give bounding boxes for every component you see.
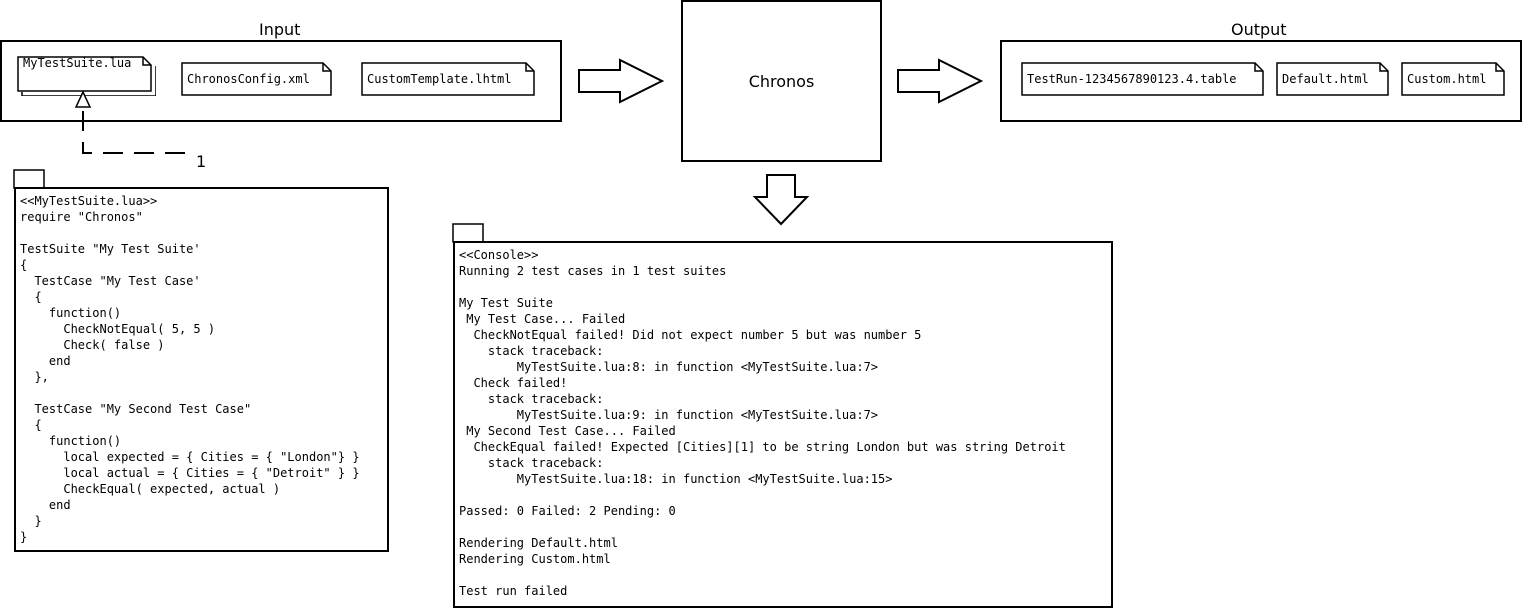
code-line: TestSuite "My Test Suite' [20, 242, 201, 256]
code-line: end [20, 354, 71, 368]
hollow-arrowhead-icon [74, 90, 92, 108]
document-shape [1021, 62, 1264, 96]
console-line [459, 519, 1066, 535]
file-chronosconfig-xml[interactable]: ChronosConfig.xml [181, 62, 332, 96]
document-shape [361, 62, 535, 96]
console-line: MyTestSuite.lua:18: in function <MyTestS… [459, 472, 893, 486]
console-line: MyTestSuite.lua:8: in function <MyTestSu… [459, 360, 879, 374]
console-line: Running 2 test cases in 1 test suites [459, 264, 727, 278]
block-arrow-right-icon [578, 58, 665, 104]
code-line: } [20, 514, 42, 528]
console-line: stack traceback: [459, 456, 604, 470]
console-line: My Test Case... Failed [459, 312, 626, 326]
document-shape [1276, 62, 1389, 96]
console-line: Passed: 0 Failed: 2 Pending: 0 [459, 504, 676, 518]
console-line: Test run failed [459, 584, 568, 598]
file-mytestsuite-lua[interactable]: MyTestSuite.lua [17, 56, 156, 96]
document-shape [1401, 62, 1505, 96]
code-line: { [20, 290, 42, 304]
code-line: <<MyTestSuite.lua>> [20, 194, 158, 208]
suite-source-package [14, 187, 389, 552]
multi-document-shape [17, 56, 156, 96]
file-label: Default.html [1282, 72, 1369, 86]
file-default-html[interactable]: Default.html [1276, 62, 1389, 96]
file-label: CustomTemplate.lhtml [367, 72, 512, 86]
code-line: TestCase "My Test Case' [20, 274, 201, 288]
code-line: }, [20, 370, 49, 384]
console-line: Check failed! [459, 376, 568, 390]
code-line: CheckNotEqual( 5, 5 ) [20, 322, 216, 336]
console-line: My Second Test Case... Failed [459, 424, 676, 438]
code-line: CheckEqual( expected, actual ) [20, 482, 281, 496]
block-arrow-down-icon [752, 174, 810, 226]
document-shape [181, 62, 332, 96]
console-output: <<Console>> Running 2 test cases in 1 tes… [459, 247, 1066, 599]
code-line: { [20, 258, 28, 272]
console-line [459, 279, 1066, 295]
chronos-box: Chronos [681, 0, 882, 162]
code-line: { [20, 418, 42, 432]
package-tab [452, 223, 484, 243]
code-line: } [20, 530, 28, 544]
code-line: Check( false ) [20, 338, 165, 352]
file-custom-html[interactable]: Custom.html [1401, 62, 1505, 96]
code-line: local expected = { Cities = { "London"} … [20, 450, 360, 464]
code-line: TestCase "My Second Test Case" [20, 402, 252, 416]
package-tab [13, 169, 45, 189]
console-package [453, 241, 1113, 608]
console-line: stack traceback: [459, 344, 604, 358]
file-label: MyTestSuite.lua [23, 56, 132, 70]
file-testrun-table[interactable]: TestRun-1234567890123.4.table [1021, 62, 1264, 96]
code-line: function() [20, 306, 122, 320]
console-line: My Test Suite [459, 296, 553, 310]
suite-source-code: <<MyTestSuite.lua>> require "Chronos" Tes… [20, 193, 360, 545]
console-line [459, 567, 1066, 583]
console-line: Rendering Default.html [459, 536, 618, 550]
output-title: Output [1231, 20, 1287, 39]
code-line: function() [20, 434, 122, 448]
input-title: Input [259, 20, 301, 39]
console-line: MyTestSuite.lua:9: in function <MyTestSu… [459, 408, 879, 422]
code-line [20, 225, 360, 241]
console-line: Rendering Custom.html [459, 552, 611, 566]
code-line: require "Chronos" [20, 210, 143, 224]
file-label: Custom.html [1407, 72, 1487, 86]
console-line: stack traceback: [459, 392, 604, 406]
console-line: CheckNotEqual failed! Did not expect num… [459, 328, 922, 342]
code-line: local actual = { Cities = { "Detroit" } … [20, 466, 360, 480]
dependency-connector [82, 107, 185, 154]
block-arrow-right-icon [897, 58, 984, 104]
file-customtemplate-lhtml[interactable]: CustomTemplate.lhtml [361, 62, 535, 96]
chronos-label: Chronos [748, 71, 815, 91]
console-line: <<Console>> [459, 248, 539, 262]
code-line [20, 385, 360, 401]
file-label: TestRun-1234567890123.4.table [1027, 72, 1237, 86]
multiplicity-label: 1 [196, 152, 207, 171]
console-line [459, 487, 1066, 503]
file-label: ChronosConfig.xml [187, 72, 310, 86]
code-line: end [20, 498, 71, 512]
console-line: CheckEqual failed! Expected [Cities][1] … [459, 440, 1066, 454]
